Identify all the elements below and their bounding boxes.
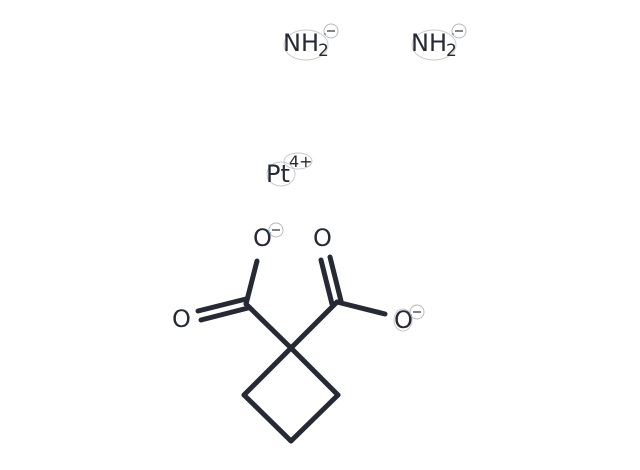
- atom-label-nh: NH: [283, 29, 319, 57]
- charge-halo: [283, 152, 313, 170]
- atom-platinum: Pt 4+: [266, 152, 313, 188]
- atom-halo: [411, 29, 457, 61]
- charge-label: 4+: [289, 152, 313, 171]
- atom-subscript-2: 2: [318, 41, 329, 61]
- atom-label-pt: Pt: [266, 160, 290, 188]
- atom-subscript-2: 2: [446, 41, 457, 61]
- atom-halo: [393, 308, 413, 332]
- atom-label-nh: NH: [411, 29, 447, 57]
- bond-right-carboxyl-c-to-o-minus: [334, 299, 388, 317]
- ring-bond-top-left: [241, 345, 294, 398]
- ring-bond-bottom-left: [241, 392, 294, 444]
- atom-nh2-left: NH 2: [283, 23, 339, 61]
- double-bond-right-carboxyl-a: [318, 257, 335, 307]
- ring-bond-bottom-right: [288, 392, 341, 444]
- atom-oxygen-carboxylate-right: O: [393, 304, 425, 334]
- bonds: [195, 254, 388, 444]
- bond-left-carboxyl-c-to-o-minus: [243, 258, 260, 307]
- atom-label-o: O: [253, 224, 272, 252]
- atom-oxygen-carboxylate-left: O: [253, 222, 284, 252]
- double-bond-right-carboxyl-b: [327, 254, 344, 304]
- bond-quaternary-c-to-right-carboxyl-c: [288, 299, 340, 351]
- atom-label-o: O: [172, 305, 191, 333]
- atom-halo: [283, 29, 329, 61]
- atom-oxygen-carbonyl-right: O: [313, 224, 332, 252]
- atom-label-o: O: [394, 306, 413, 334]
- atom-halo: [266, 161, 296, 187]
- double-bond-left-carboxyl-a: [195, 296, 249, 314]
- ring-bond-top-right: [288, 345, 341, 398]
- atom-nh2-right: NH 2: [411, 23, 467, 61]
- atom-oxygen-carbonyl-left: O: [172, 305, 191, 333]
- double-bond-left-carboxyl-b: [198, 305, 251, 323]
- atom-label-o: O: [313, 224, 332, 252]
- bond-quaternary-c-to-left-carboxyl-c: [243, 301, 294, 351]
